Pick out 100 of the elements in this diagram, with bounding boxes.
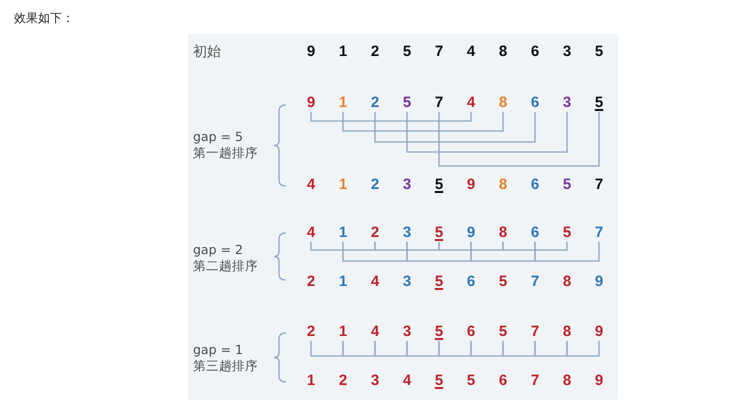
- bracket-line: [534, 242, 600, 262]
- bracket-line: [342, 341, 376, 357]
- digit: 3: [562, 43, 572, 61]
- digit: 7: [594, 176, 604, 194]
- digit: 9: [591, 323, 607, 341]
- digit: 5: [594, 43, 604, 61]
- digit: 4: [463, 94, 479, 112]
- digit: 8: [498, 176, 508, 194]
- bracket-line: [374, 341, 408, 357]
- digit: 8: [495, 94, 511, 112]
- digit: 3: [559, 94, 575, 112]
- gap-label: gap = 5: [193, 129, 243, 145]
- digit: 5: [399, 94, 415, 112]
- digit: 6: [466, 273, 476, 291]
- intro-text: 效果如下：: [14, 10, 74, 26]
- digit: 3: [402, 273, 412, 291]
- bracket-line: [374, 112, 536, 143]
- digit: 9: [306, 43, 316, 61]
- digit: 1: [338, 43, 348, 61]
- digit: 4: [303, 224, 319, 242]
- digit: 6: [527, 94, 543, 112]
- digit: 1: [335, 224, 351, 242]
- bracket-line: [470, 242, 536, 262]
- bracket-line: [374, 242, 440, 251]
- digit: 6: [498, 372, 508, 390]
- digit: 5: [431, 224, 447, 242]
- digit: 9: [466, 176, 476, 194]
- digit: 8: [498, 43, 508, 61]
- digit: 5: [562, 176, 572, 194]
- digit: 2: [306, 273, 316, 291]
- digit: 5: [591, 94, 607, 112]
- digit: 1: [338, 273, 348, 291]
- bracket-line: [470, 341, 504, 357]
- digit: 7: [530, 273, 540, 291]
- bracket-line: [502, 341, 536, 357]
- digit: 7: [434, 43, 444, 61]
- digit: 5: [498, 273, 508, 291]
- digit: 2: [367, 94, 383, 112]
- digit: 3: [399, 224, 415, 242]
- digit: 1: [335, 323, 351, 341]
- pass-label: 第一趟排序: [193, 145, 258, 161]
- bracket-line: [534, 341, 568, 357]
- bracket-line: [342, 242, 408, 262]
- digit: 3: [370, 372, 380, 390]
- bracket-line: [438, 112, 600, 167]
- bracket-line: [310, 112, 472, 122]
- digit: 1: [338, 176, 348, 194]
- digit: 4: [402, 372, 412, 390]
- bracket-line: [406, 242, 472, 262]
- digit: 2: [370, 43, 380, 61]
- digit: 5: [434, 176, 444, 194]
- digit: 7: [591, 224, 607, 242]
- digit: 5: [434, 372, 444, 390]
- digit: 5: [495, 323, 511, 341]
- bracket-line: [438, 341, 472, 357]
- digit: 1: [306, 372, 316, 390]
- digit: 6: [527, 224, 543, 242]
- digit: 4: [367, 323, 383, 341]
- digit: 5: [466, 372, 476, 390]
- bracket-line: [566, 341, 600, 357]
- digit: 2: [370, 176, 380, 194]
- gap-label: gap = 1: [193, 342, 243, 358]
- bracket-line: [342, 112, 504, 132]
- digit: 2: [367, 224, 383, 242]
- digit: 9: [303, 94, 319, 112]
- digit: 8: [562, 273, 572, 291]
- bracket-line: [438, 242, 504, 251]
- digit: 7: [527, 323, 543, 341]
- digit: 5: [431, 323, 447, 341]
- digit: 6: [530, 43, 540, 61]
- digit: 4: [370, 273, 380, 291]
- digit: 9: [594, 372, 604, 390]
- digit: 5: [559, 224, 575, 242]
- bracket-line: [310, 242, 376, 251]
- digit: 5: [434, 273, 444, 291]
- digit: 3: [402, 176, 412, 194]
- digit: 7: [530, 372, 540, 390]
- pass-label: 第三趟排序: [193, 358, 258, 374]
- digit: 8: [495, 224, 511, 242]
- gap-label: gap = 2: [193, 242, 243, 258]
- digit: 1: [335, 94, 351, 112]
- digit: 4: [306, 176, 316, 194]
- bracket-line: [310, 341, 344, 357]
- digit: 6: [530, 176, 540, 194]
- bracket-line: [406, 112, 568, 153]
- bracket-line: [406, 341, 440, 357]
- digit: 5: [402, 43, 412, 61]
- digit: 3: [399, 323, 415, 341]
- digit: 6: [463, 323, 479, 341]
- digit: 9: [463, 224, 479, 242]
- digit: 9: [594, 273, 604, 291]
- pass-label: 第二趟排序: [193, 258, 258, 274]
- bracket-line: [502, 242, 568, 251]
- digit: 2: [338, 372, 348, 390]
- row-label: 初始: [193, 44, 221, 60]
- digit: 8: [559, 323, 575, 341]
- digit: 4: [466, 43, 476, 61]
- digit: 2: [303, 323, 319, 341]
- digit: 8: [562, 372, 572, 390]
- digit: 7: [431, 94, 447, 112]
